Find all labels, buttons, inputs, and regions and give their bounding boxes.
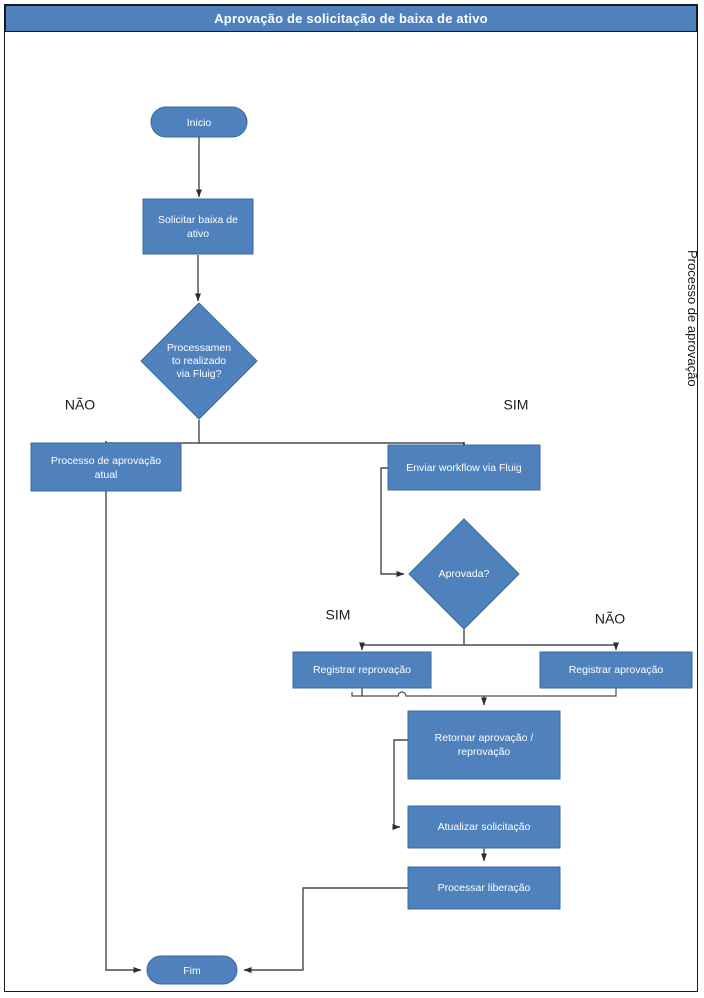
node-enviar-workflow-label: Enviar workflow via Fluig: [406, 462, 522, 474]
edge-aprovada-no: [464, 642, 619, 651]
diagram-frame: [4, 4, 698, 992]
edge-fluig-no-branch: [103, 420, 200, 449]
node-registrar-reprovacao-shape[interactable]: [292, 651, 432, 689]
node-decision-processamento-fluig-label-line1: Processamen: [167, 342, 231, 354]
node-retornar-aprovacao-label-line2: reprovação: [458, 746, 511, 758]
node-solicitar-baixa[interactable]: Solicitar baixa de ativo: [142, 198, 254, 255]
node-decision-aprovada[interactable]: Aprovada?: [408, 518, 520, 630]
edge-retornar-atualizar: [392, 739, 408, 830]
edge-reg-reprovacao-retornar: [351, 688, 363, 697]
branch-label-fluig-yes: SIM: [504, 397, 529, 413]
node-solicitar-baixa-label-line1: Solicitar baixa de: [158, 214, 238, 226]
node-enviar-workflow[interactable]: Enviar workflow via Fluig: [387, 444, 541, 491]
connectors-layer: [103, 137, 619, 973]
page-title: Aprovação de solicitação de baixa de ati…: [214, 11, 488, 26]
node-inicio-shape[interactable]: [150, 106, 248, 138]
node-decision-aprovada-shape[interactable]: [408, 518, 520, 630]
node-inicio[interactable]: Inicio: [150, 106, 248, 138]
edge-aprovada-yes: [359, 629, 465, 651]
node-processo-aprovacao-atual-shape[interactable]: [30, 442, 182, 492]
edge-reg-reprovacao-join: [361, 688, 484, 697]
edge-processar-fim: [243, 887, 408, 973]
node-processar-liberacao-label: Processar liberação: [438, 882, 531, 894]
edge-reg-aprovacao-join: [484, 688, 617, 697]
node-processar-liberacao[interactable]: Processar liberação: [407, 866, 561, 910]
node-registrar-aprovacao-shape[interactable]: [539, 651, 693, 689]
node-retornar-aprovacao-label-line1: Retornar aprovação /: [435, 732, 534, 744]
node-processo-aprovacao-atual-label-line2: atual: [95, 469, 118, 481]
node-retornar-aprovacao[interactable]: Retornar aprovação / reprovação: [407, 710, 561, 780]
node-registrar-aprovacao-label: Registrar aprovação: [569, 664, 664, 676]
node-decision-aprovada-label: Aprovada?: [439, 568, 490, 580]
nodes-layer: Inicio Solicitar baixa de ativo Processa…: [30, 106, 693, 985]
node-registrar-reprovacao[interactable]: Registrar reprovação: [292, 651, 432, 689]
node-decision-processamento-fluig-shape[interactable]: [140, 302, 258, 420]
node-retornar-aprovacao-shape[interactable]: [407, 710, 561, 780]
node-inicio-label: Inicio: [187, 117, 212, 129]
branch-label-fluig-no: NÃO: [65, 397, 95, 413]
node-solicitar-baixa-label-line2: ativo: [187, 228, 209, 240]
node-processo-aprovacao-atual-label-line1: Processo de aprovação: [51, 455, 161, 467]
node-fim[interactable]: Fim: [146, 955, 238, 985]
branch-labels-layer: NÃO SIM SIM NÃO: [65, 397, 625, 627]
node-fim-shape[interactable]: [146, 955, 238, 985]
node-enviar-workflow-shape[interactable]: [387, 444, 541, 491]
branch-label-aprovada-no: NÃO: [595, 611, 625, 627]
node-processo-aprovacao-atual[interactable]: Processo de aprovação atual: [30, 442, 182, 492]
node-atualizar-solicitacao-label: Atualizar solicitação: [438, 821, 531, 833]
node-decision-processamento-fluig-label-line3: via Fluig?: [177, 368, 222, 380]
branch-label-aprovada-yes: SIM: [326, 607, 351, 623]
node-processar-liberacao-shape[interactable]: [407, 866, 561, 910]
node-registrar-aprovacao[interactable]: Registrar aprovação: [539, 651, 693, 689]
node-atualizar-solicitacao[interactable]: Atualizar solicitação: [407, 805, 561, 849]
diagram-title-bar: Aprovação de solicitação de baixa de ati…: [5, 5, 697, 32]
edge-fluig-yes-branch: [199, 441, 467, 450]
edge-enviar-aprovada: [380, 467, 405, 577]
node-registrar-reprovacao-label: Registrar reprovação: [313, 664, 411, 676]
node-atualizar-solicitacao-shape[interactable]: [407, 805, 561, 849]
node-solicitar-baixa-shape[interactable]: [142, 198, 254, 255]
edge-proc-atual-fim: [105, 491, 142, 973]
node-fim-label: Fim: [183, 965, 201, 977]
node-decision-processamento-fluig-label-line2: to realizado: [172, 355, 226, 367]
pool-lane-label: Processo de aprovação: [685, 250, 700, 387]
node-decision-processamento-fluig[interactable]: Processamen to realizado via Fluig?: [140, 302, 258, 420]
